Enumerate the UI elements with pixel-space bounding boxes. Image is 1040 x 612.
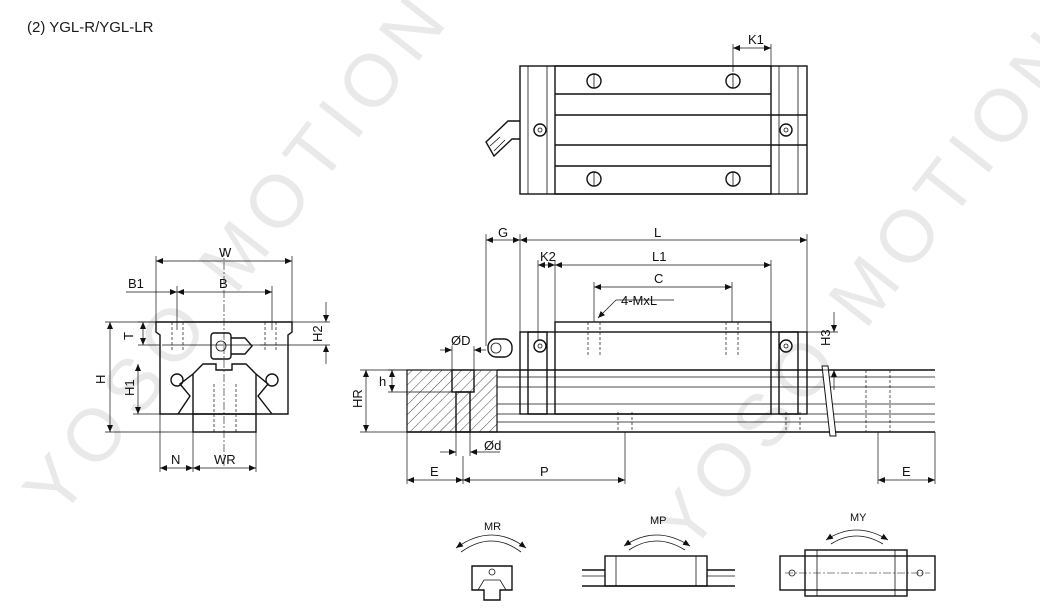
moment-mp-figure: MP — [582, 515, 735, 587]
diagram-title: (2) YGL-R/YGL-LR — [27, 19, 154, 36]
moment-my-figure: MY — [779, 512, 936, 597]
label-p: P — [540, 464, 549, 479]
label-l1: L1 — [652, 249, 666, 264]
label-h: H — [93, 375, 108, 384]
label-h2: H2 — [310, 325, 325, 342]
label-l: L — [654, 225, 661, 240]
label-h-small: h — [379, 374, 386, 389]
label-dia-d-small: Ød — [484, 438, 501, 453]
label-hr: HR — [350, 389, 365, 408]
label-t: T — [121, 332, 136, 340]
side-view: G L K2 L1 C 4-MxL H3 ØD h — [350, 225, 936, 484]
label-b: B — [219, 276, 228, 291]
label-mp: MP — [650, 515, 667, 527]
moment-mr-figure: MR — [455, 521, 527, 601]
label-e-left: E — [430, 464, 439, 479]
label-my: MY — [850, 512, 867, 524]
label-e-right: E — [902, 464, 911, 479]
label-n: N — [171, 452, 180, 467]
label-b1: B1 — [128, 276, 144, 291]
end-view: W B1 B T H2 H H1 N WR — [93, 245, 330, 472]
label-k2: K2 — [540, 249, 556, 264]
label-g: G — [498, 225, 508, 240]
svg-text:YOSO MOTION: YOSO MOTION — [7, 0, 467, 530]
label-wr: WR — [214, 452, 236, 467]
label-w: W — [219, 245, 232, 260]
label-h1: H1 — [122, 379, 137, 396]
label-mr: MR — [484, 521, 501, 533]
top-view: K1 — [485, 32, 808, 195]
label-k1: K1 — [748, 32, 764, 47]
label-mxl: 4-MxL — [621, 293, 657, 308]
label-dia-d: ØD — [451, 333, 471, 348]
label-h3: H3 — [818, 329, 833, 346]
label-c: C — [654, 271, 663, 286]
